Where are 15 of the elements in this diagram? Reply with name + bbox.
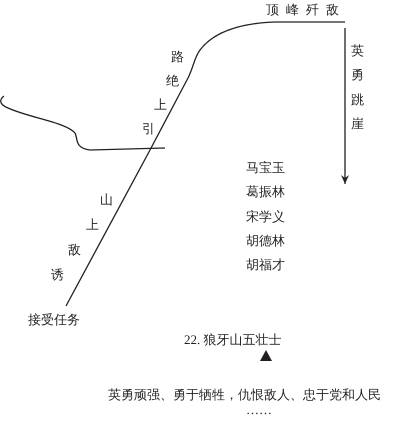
- slope-label: 山上敌诱: [51, 192, 114, 283]
- mountain-path-line: [65, 21, 345, 306]
- title-text: 22. 狼牙山五壮士: [184, 332, 282, 348]
- text-label: 英勇顽强、勇于牺牲，仇恨敌人、忠于党和人民: [108, 387, 381, 403]
- text-label: 宋学义: [246, 209, 285, 225]
- text-label: 葛振林: [246, 184, 285, 200]
- slope-label: 路绝上引: [142, 49, 185, 137]
- edge-label: 英勇跳崖: [351, 44, 364, 132]
- text-label: ……: [246, 402, 272, 418]
- text-label: 胡福才: [246, 257, 285, 273]
- text-label: 马宝玉: [246, 160, 285, 176]
- stage-label: 接受任务: [28, 306, 94, 328]
- text-label: 胡德林: [246, 233, 285, 249]
- stage-label: 顶峰歼敌: [266, 0, 350, 22]
- arrow: [341, 28, 349, 184]
